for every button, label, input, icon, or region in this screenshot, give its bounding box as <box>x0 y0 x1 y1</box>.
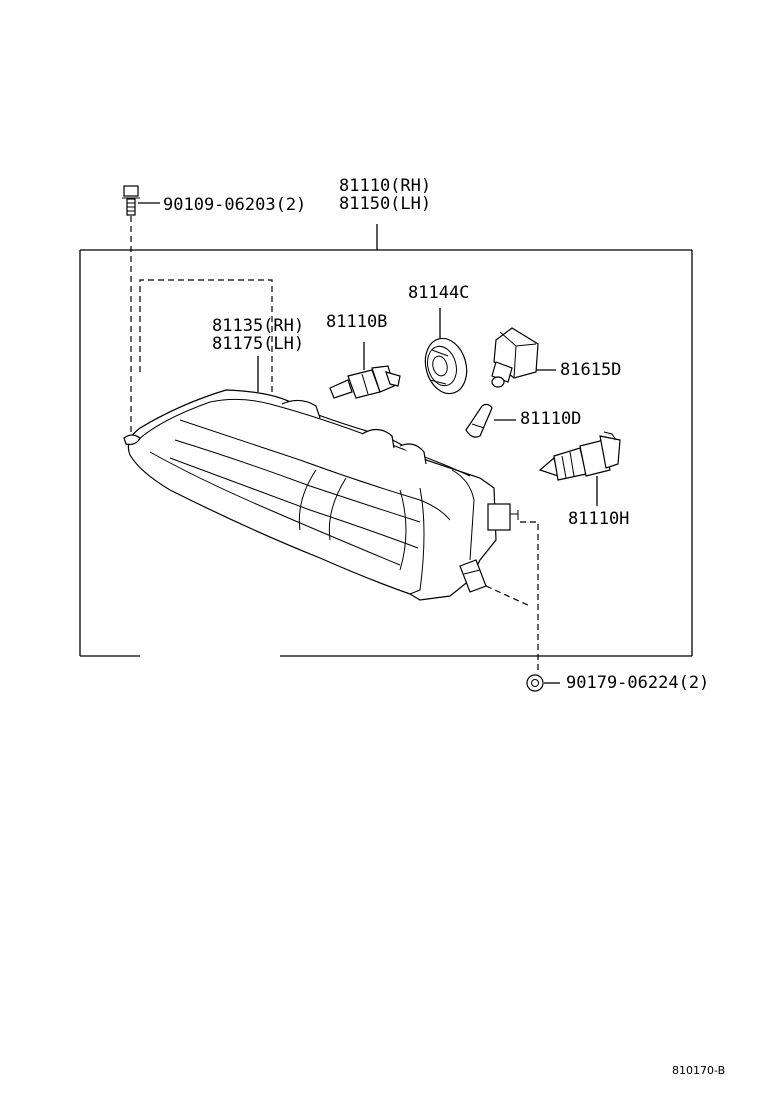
label-socket: 81144C <box>408 283 469 303</box>
label-bolt: 90109-06203(2) <box>163 195 306 215</box>
reference-code: 810170-B <box>672 1064 725 1077</box>
label-bulb-615d: 81615D <box>560 360 621 380</box>
nut-dashed-path-2 <box>485 585 531 607</box>
label-bulb-b: 81110B <box>326 312 387 332</box>
nut-dashed-path <box>520 521 539 672</box>
bulb-81615d-icon <box>491 327 556 388</box>
socket-81144c-icon <box>424 308 468 395</box>
bulb-81110d-icon <box>465 403 516 438</box>
lens-dashed-bracket <box>139 279 273 400</box>
label-nut: 90179-06224(2) <box>566 673 709 693</box>
label-assy-rh: 81110(RH) <box>339 176 431 196</box>
nut-icon <box>526 674 560 692</box>
label-bulb-d: 81110D <box>520 409 581 429</box>
headlamp-body <box>123 389 519 601</box>
label-lens-rh: 81135(RH) <box>212 316 304 336</box>
label-lens-lh: 81175(LH) <box>212 334 304 354</box>
assembly-frame <box>79 224 693 657</box>
bulb-81110b-icon <box>329 342 401 399</box>
bulb-81110h-icon <box>538 431 621 506</box>
label-bulb-h: 81110H <box>568 509 629 529</box>
label-assy-lh: 81150(LH) <box>339 194 431 214</box>
bolt-icon <box>122 185 160 216</box>
